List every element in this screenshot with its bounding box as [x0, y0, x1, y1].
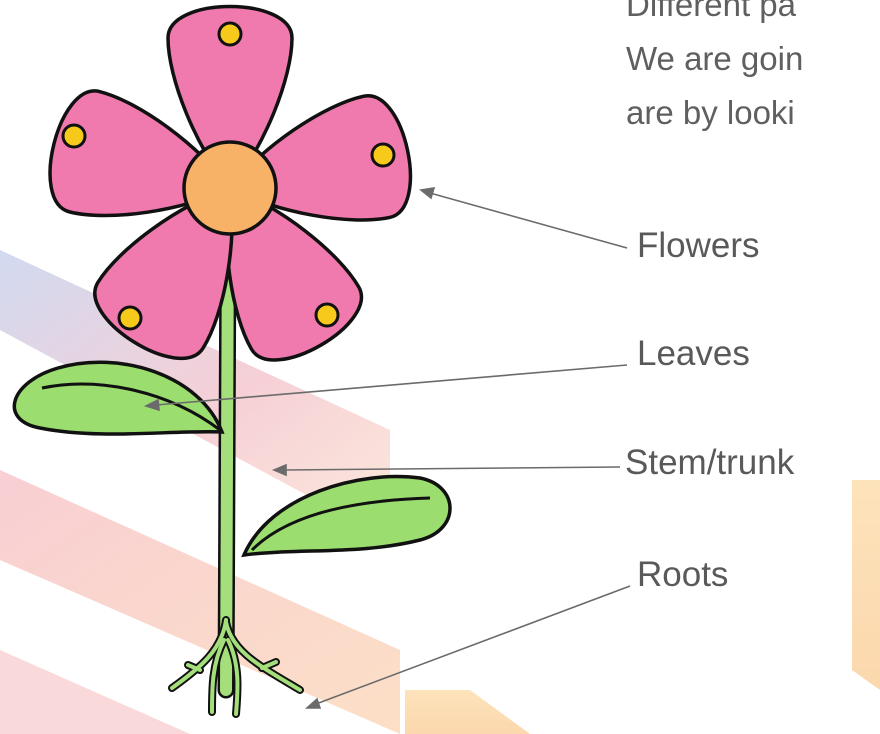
pointer-stem	[274, 465, 620, 475]
roots	[172, 620, 300, 714]
intro-line-1: Different pa	[626, 0, 880, 32]
flower-center	[184, 142, 276, 234]
intro-line-3: are by looki	[626, 86, 880, 140]
intro-line-2: We are goin	[626, 32, 880, 86]
label-leaves: Leaves	[637, 334, 750, 374]
petal-dot-upper-right	[372, 144, 394, 166]
label-flowers: Flowers	[637, 226, 760, 266]
label-roots: Roots	[637, 555, 728, 595]
petal-dot-upper-left	[63, 125, 85, 147]
pointer-flowers	[421, 188, 627, 248]
label-stem-trunk: Stem/trunk	[625, 443, 794, 483]
petal-dot-lower-right	[316, 304, 338, 326]
petal-dot-lower-left	[119, 307, 141, 329]
pointer-leaves	[146, 365, 627, 410]
leaf-left	[14, 362, 222, 434]
leaf-right	[244, 477, 450, 555]
intro-text: Different pa We are goin are by looki	[626, 0, 880, 140]
pointer-roots	[307, 586, 630, 708]
petal-dot-top	[219, 23, 241, 45]
